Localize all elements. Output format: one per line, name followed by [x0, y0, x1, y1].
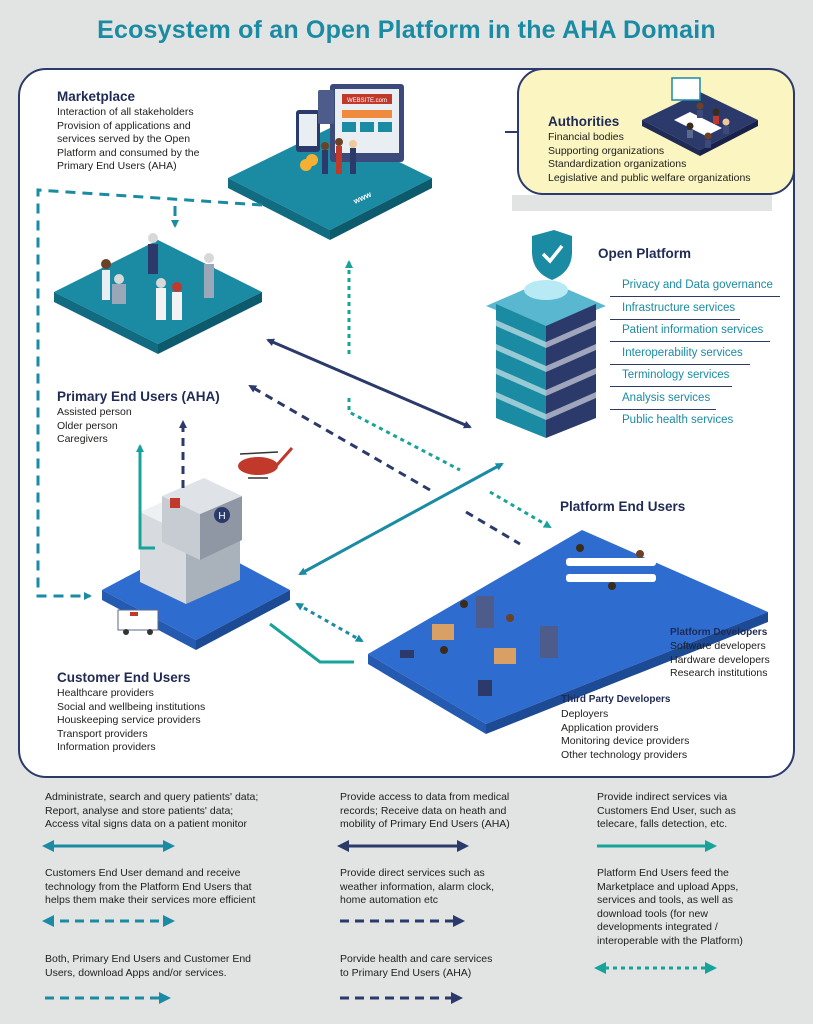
service-divider	[610, 296, 780, 297]
hospital-illustration: H	[102, 478, 290, 650]
platform-developers-list: Software developers Hardware developers …	[670, 640, 770, 680]
helicopter-icon	[238, 447, 294, 479]
service-privacy: Privacy and Data governance	[622, 279, 773, 291]
arrow-feed-head	[489, 490, 552, 529]
page-title: Ecosystem of an Open Platform in the AHA…	[97, 16, 716, 44]
arrow-customer-platform-users	[295, 602, 364, 643]
panel-gap	[512, 195, 772, 211]
customer-end-users-list: Healthcare providers Social and wellbein…	[57, 687, 206, 754]
open-platform-server-stack	[486, 230, 606, 438]
third-party-developers-list: Deployers Application providers Monitori…	[561, 708, 690, 761]
arrow-indirect-services-line	[269, 622, 354, 664]
marketplace-illustration: WEBSITE.com www	[228, 84, 432, 240]
arrow-direct-services-tail	[465, 510, 521, 546]
legend-item-1: Administrate, search and query patients'…	[45, 791, 259, 830]
service-patient-information: Patient information services	[622, 324, 764, 336]
service-public-health: Public health services	[622, 414, 734, 426]
primary-end-users-list: Assisted person Older person Caregivers	[57, 406, 132, 446]
arrow-primary-open-platform	[266, 338, 472, 429]
authorities-box	[517, 68, 795, 195]
arrow-customer-open-platform	[298, 462, 504, 576]
arrow-direct-services	[248, 384, 431, 492]
third-party-developers-heading: Third Party Developers	[561, 694, 671, 705]
marketplace-description: Interaction of all stakeholders Provisio…	[57, 106, 200, 173]
authorities-heading: Authorities	[548, 114, 620, 129]
arrow-indirect-up	[136, 444, 155, 550]
arrow-feed-tail	[347, 398, 461, 472]
service-divider	[610, 341, 770, 342]
marketplace-heading: Marketplace	[57, 89, 136, 104]
service-infrastructure: Infrastructure services	[622, 302, 736, 314]
svg-text:H: H	[218, 511, 225, 522]
service-divider	[610, 319, 740, 320]
service-analysis: Analysis services	[622, 392, 711, 404]
service-divider	[610, 386, 732, 387]
customer-end-users-heading: Customer End Users	[57, 670, 191, 685]
authorities-list: Financial bodies Supporting organization…	[548, 131, 751, 184]
service-terminology: Terminology services	[622, 369, 730, 381]
website-sign-text: WEBSITE.com	[347, 98, 387, 104]
platform-end-users-illustration	[368, 530, 768, 734]
primary-end-users-illustration	[54, 233, 262, 354]
service-divider	[610, 364, 750, 365]
service-divider	[610, 409, 716, 410]
platform-end-users-heading: Platform End Users	[560, 499, 686, 514]
service-interoperability: Interoperability services	[622, 347, 743, 359]
legend-item-7: Both, Primary End Users and Customer End…	[45, 953, 252, 979]
platform-developers-heading: Platform Developers	[670, 627, 768, 638]
primary-end-users-heading: Primary End Users (AHA)	[57, 389, 220, 404]
arrow-download-loop	[36, 188, 263, 600]
authorities-illustration	[642, 77, 758, 156]
open-platform-heading: Open Platform	[598, 246, 692, 261]
